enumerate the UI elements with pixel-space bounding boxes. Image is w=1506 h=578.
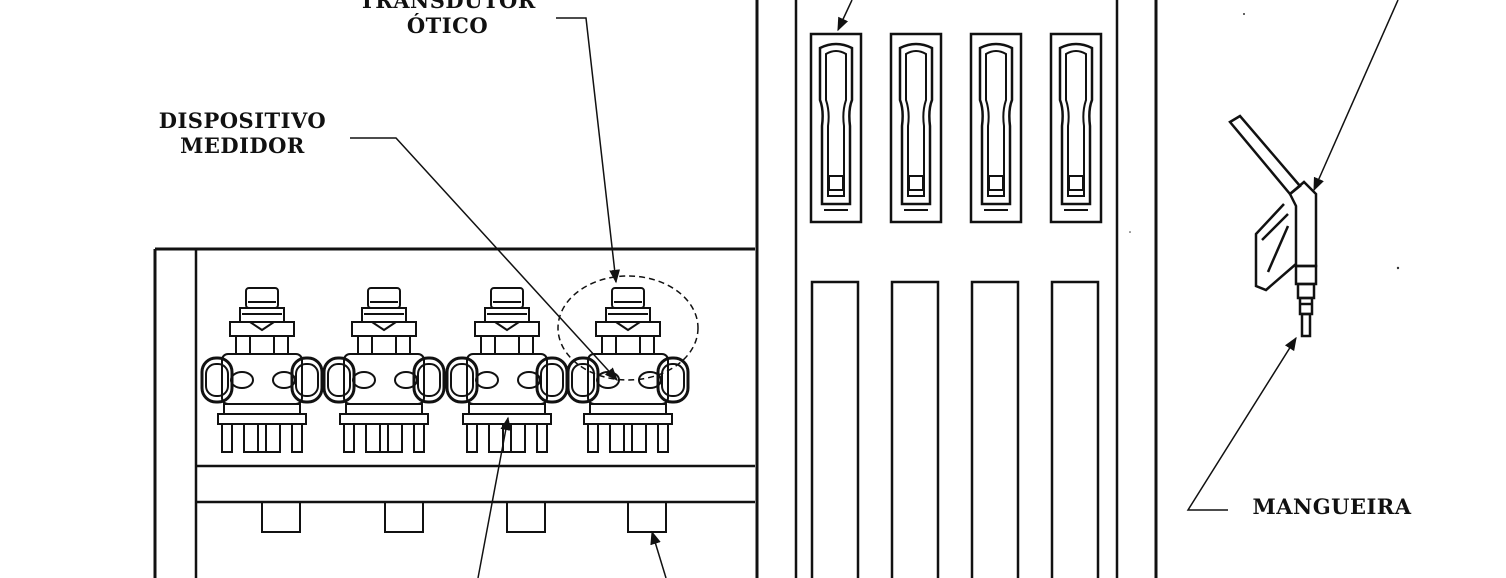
measuring-device-1 — [200, 286, 324, 454]
label-optical-transducer-line2: ÓTICO — [406, 13, 489, 38]
fuel-nozzle — [1228, 114, 1318, 338]
nozzle-holder-4 — [1049, 32, 1103, 224]
nozzle-holder-2 — [889, 32, 943, 224]
label-measuring-device-line2: MEDIDOR — [180, 133, 305, 158]
nozzle-holder-1 — [809, 32, 863, 224]
label-measuring-device-line1: DISPOSITIVO — [158, 108, 327, 133]
label-optical-transducer-line1: TRANSDUTOR — [359, 0, 536, 13]
transducer-highlight — [557, 275, 699, 381]
label-measuring-device: DISPOSITIVO MEDIDOR — [140, 108, 345, 158]
meter-cabinet — [153, 247, 755, 578]
measuring-device-2 — [322, 286, 446, 454]
scan-specks — [1129, 13, 1400, 270]
lower-slots — [810, 280, 1100, 578]
nozzle-holder-3 — [969, 32, 1023, 224]
label-hose: MANGUEIRA — [1252, 494, 1412, 519]
dispenser-column — [755, 0, 1158, 578]
leader-lines — [350, 0, 1399, 578]
label-optical-transducer: TRANSDUTOR ÓTICO — [340, 0, 555, 38]
